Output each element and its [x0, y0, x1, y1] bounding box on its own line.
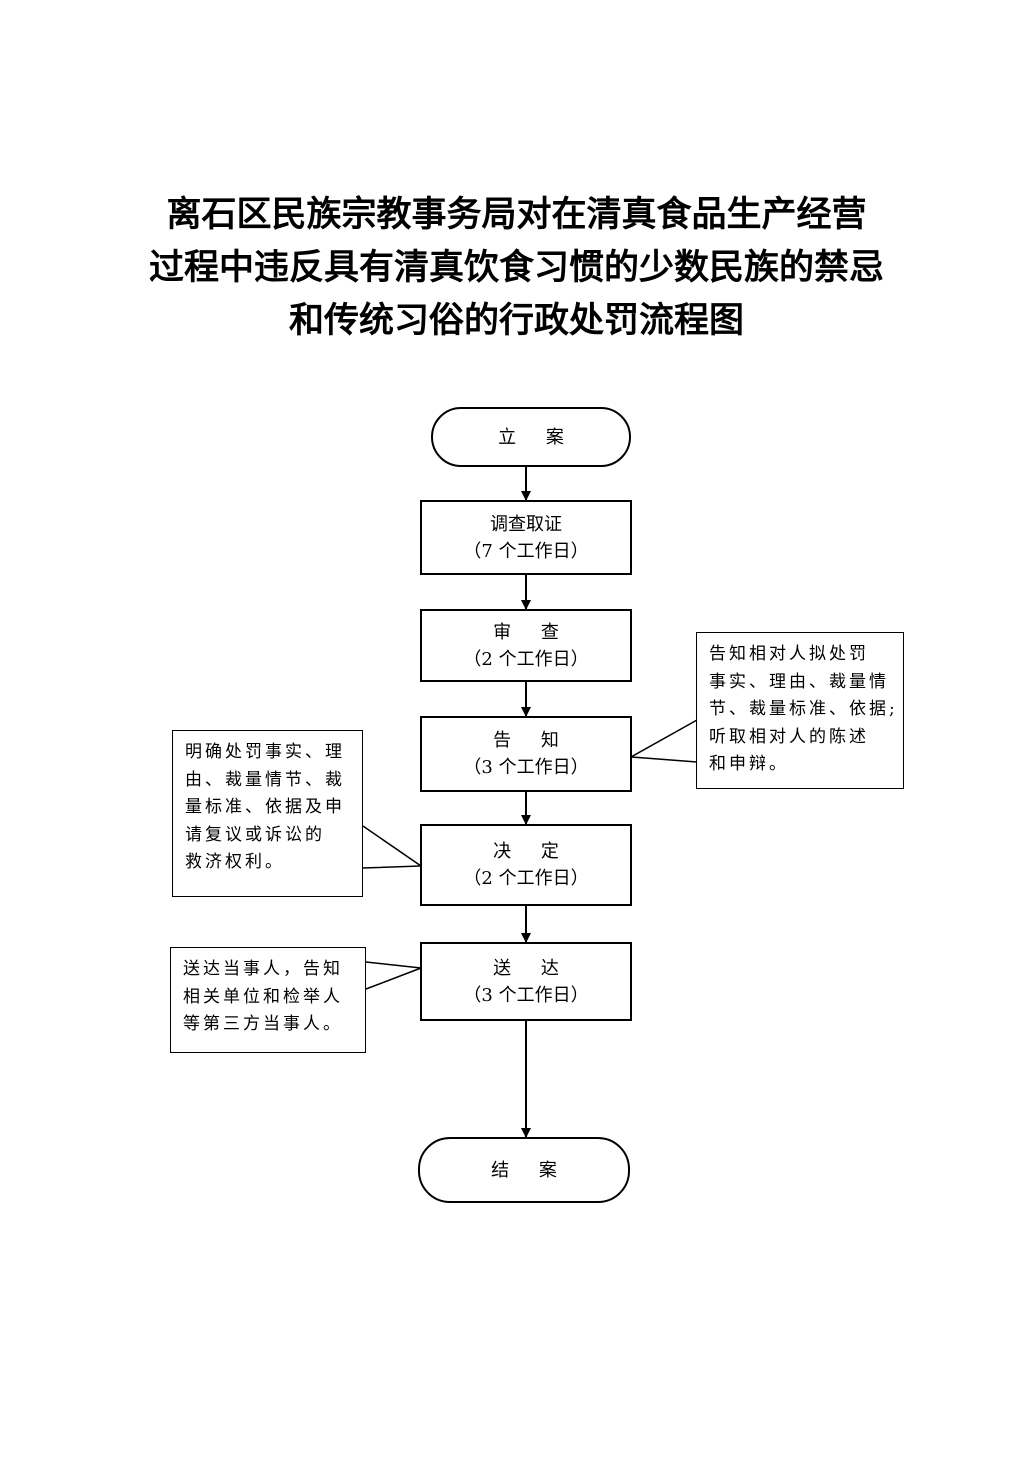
title-line-2: 过程中违反具有清真饮食习惯的少数民族的禁忌: [148, 247, 884, 288]
notify-node: 告 知 （3 个工作日）: [420, 716, 632, 792]
deliver-note-line: 相关单位和检举人: [183, 986, 343, 1007]
end-label: 结 案: [491, 1159, 569, 1181]
deliver-note-line: 送达当事人，告知: [183, 959, 343, 979]
end-node: 结 案: [418, 1137, 630, 1203]
deliver-days: （3 个工作日）: [463, 984, 589, 1006]
notify-label: 告 知: [493, 730, 571, 751]
notify-note-line: 告知相对人拟处罚: [709, 644, 869, 664]
callout-pointer-notify: [628, 719, 698, 763]
investigate-label: 调查取证: [490, 513, 562, 535]
deliver-note: 送达当事人，告知 相关单位和检举人 等第三方当事人。: [170, 947, 366, 1053]
decide-label: 决 定: [493, 841, 571, 862]
notify-note-line: 节、裁量标准、依据;: [709, 699, 898, 719]
decide-note-line: 明确处罚事实、理: [185, 742, 345, 762]
notify-note-line: 和申辩。: [709, 754, 789, 774]
decide-note-line: 救济权利。: [185, 852, 285, 872]
review-days: （2 个工作日）: [463, 648, 589, 670]
callout-pointer-deliver: [365, 961, 422, 990]
review-node: 审 查 （2 个工作日）: [420, 609, 632, 682]
callout-pointer-decide: [362, 825, 424, 869]
notify-note: 告知相对人拟处罚 事实、理由、裁量情 节、裁量标准、依据; 听取相对人的陈述 和…: [696, 632, 904, 789]
notify-note-line: 事实、理由、裁量情: [709, 671, 889, 692]
decide-note: 明确处罚事实、理 由、裁量情节、裁 量标准、依据及申 请复议或诉讼的 救济权利。: [172, 730, 363, 897]
decide-note-line: 请复议或诉讼的: [185, 824, 325, 845]
deliver-node: 送 达 （3 个工作日）: [420, 942, 632, 1021]
notify-days: （3 个工作日）: [463, 757, 589, 778]
decide-note-line: 量标准、依据及申: [185, 797, 345, 817]
decide-note-line: 由、裁量情节、裁: [185, 769, 345, 790]
page-title: 离石区民族宗教事务局对在清真食品生产经营 过程中违反具有清真饮食习惯的少数民族的…: [60, 188, 973, 347]
decide-node: 决 定 （2 个工作日）: [420, 824, 632, 906]
title-line-3: 和传统习俗的行政处罚流程图: [288, 300, 744, 341]
review-label: 审 查: [493, 621, 571, 643]
notify-note-line: 听取相对人的陈述: [709, 726, 869, 747]
investigate-node: 调查取证 （7 个工作日）: [420, 500, 632, 575]
deliver-note-line: 等第三方当事人。: [183, 1014, 343, 1034]
decide-days: （2 个工作日）: [463, 868, 589, 889]
title-line-1: 离石区民族宗教事务局对在清真食品生产经营: [166, 194, 867, 235]
deliver-label: 送 达: [493, 957, 571, 979]
investigate-days: （7 个工作日）: [463, 540, 589, 562]
start-label: 立 案: [498, 426, 576, 448]
start-node: 立 案: [431, 407, 631, 467]
